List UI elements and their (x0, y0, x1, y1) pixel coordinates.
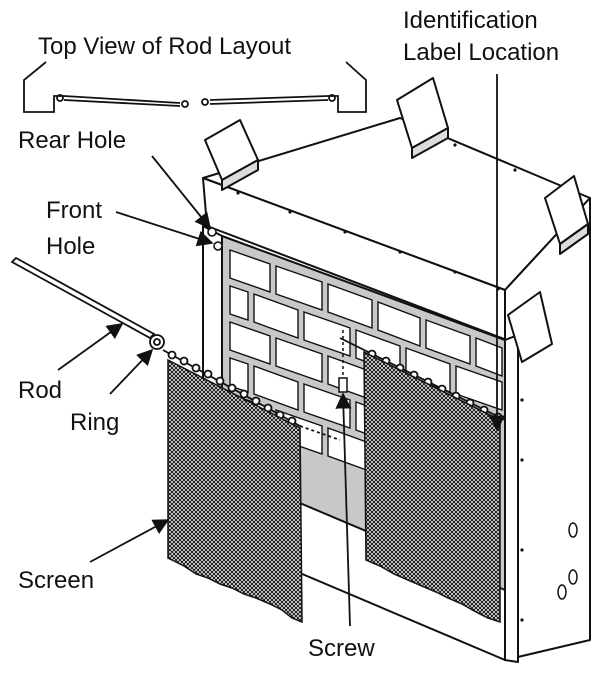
screen-label: Screen (18, 567, 94, 594)
loose-rod (10, 256, 165, 350)
front-hole-label-line1: Front (46, 197, 102, 224)
screw-arrow (335, 392, 352, 627)
identification-label-line2: Label Location (403, 39, 559, 66)
top-view-label: Top View of Rod Layout (38, 33, 291, 60)
top-brackets (204, 77, 589, 363)
screen-mesh-right (363, 350, 501, 624)
rear-hole-arrow (151, 155, 212, 230)
front-hole-label-line2: Hole (46, 233, 95, 260)
top-view-inset (23, 61, 367, 113)
callout-arrows (57, 74, 506, 627)
ring-arrow (109, 348, 154, 395)
ring-label: Ring (70, 409, 119, 436)
screen-mesh-left (167, 358, 303, 624)
screen-arrow (89, 519, 170, 563)
screw-label: Screw (308, 635, 375, 662)
side-knockouts (557, 522, 578, 600)
fastener-dots (236, 143, 524, 622)
front-hole-arrow (115, 211, 214, 247)
screw (338, 330, 348, 393)
rear-hole-label: Rear Hole (18, 127, 126, 154)
rod-arrow (57, 323, 124, 371)
identification-label-line1: Identification (403, 7, 538, 34)
rod-label: Rod (18, 377, 62, 404)
